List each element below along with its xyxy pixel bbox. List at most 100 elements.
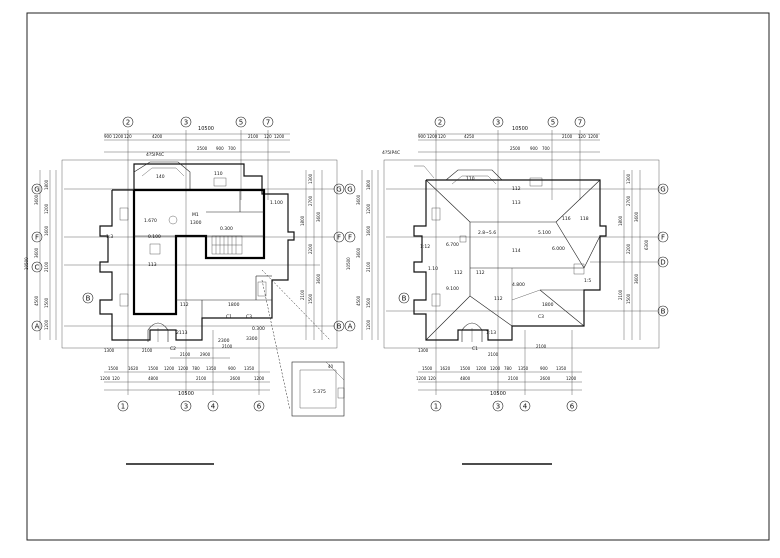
right-side-dim-8: 1200: [366, 319, 371, 330]
right-bubble-top-0: 2: [438, 119, 442, 127]
right-bubble-right-0: G: [660, 186, 665, 194]
left-note-8: 112: [180, 302, 189, 308]
right-bottom-dim2-8: 1350: [556, 366, 567, 371]
left-note-10: C1: [226, 314, 232, 320]
left-bubble-left-2: C: [35, 264, 40, 272]
right-bubble-bottom-0: 1: [434, 403, 438, 411]
right-bottom-dim3-2: 4800: [460, 376, 471, 381]
left-note-12: C3: [246, 314, 252, 320]
left-bubble-right-1: F: [337, 234, 341, 242]
left-note-18: 0.300: [252, 326, 265, 332]
right-side-dim-1: 1800: [366, 179, 371, 190]
right-bubble-top-3: 7: [578, 119, 582, 127]
left-top-dim-5: 900: [216, 146, 224, 151]
right-top-dim-1: 1200: [427, 134, 438, 139]
left-top-dim-6: 700: [228, 146, 236, 151]
right-rside-dim-8: 2100: [618, 289, 623, 300]
left-bottom-dim3-5: 1200: [254, 376, 265, 381]
left-dimension-frame: [61, 159, 338, 349]
right-leader-1: [414, 165, 435, 179]
left-bubble-bottom-3: 6: [257, 403, 262, 411]
left-bottom-dim2-7: 900: [228, 366, 236, 371]
right-top-dim-4: 2500: [510, 146, 521, 151]
left-rside-dim-3: 3600: [316, 211, 321, 222]
left-note-4: M1: [192, 212, 199, 218]
left-side-dim-5: 2100: [44, 261, 49, 272]
right-note-15: 1800: [542, 302, 554, 308]
left-bottom-dim3-3: 2100: [196, 376, 207, 381]
right-bubble-top-2: 5: [551, 119, 555, 127]
left-bottom-dim2-1: 1620: [128, 366, 139, 371]
right-bottom-misc-1: 2100: [488, 352, 499, 357]
left-bottom-dim3-1: 120: [112, 376, 120, 381]
right-bay-window: [445, 169, 503, 181]
left-rside-dim-5: 3600: [316, 273, 321, 284]
left-bubble-right-3: B: [337, 323, 342, 331]
left-bay-window: [133, 161, 191, 190]
left-bubble-top-1: 3: [184, 119, 188, 127]
right-roof-outline: [413, 179, 607, 341]
left-rside-dim-7: 2100: [300, 289, 305, 300]
left-bubble-left-1: F: [35, 234, 39, 242]
left-bottom-misc-1: 2100: [142, 348, 153, 353]
right-side-dim-4: 3600: [356, 247, 361, 258]
left-bottom-dim2-3: 1200: [164, 366, 175, 371]
left-top-dim-3: 4200: [152, 134, 163, 139]
left-side-dim-8: 1200: [44, 319, 49, 330]
right-note-3: 113: [512, 200, 521, 206]
left-top-dim-7: 2100: [248, 134, 259, 139]
left-top-dim-9: 1200: [274, 134, 285, 139]
left-bubble-left-0: G: [34, 186, 39, 194]
left-side-dim-0: 3600: [34, 194, 39, 205]
left-outer-wall: [99, 163, 295, 341]
left-staircase: [211, 235, 243, 255]
left-side-dim-6: 4500: [34, 295, 39, 306]
left-note-11: C2: [170, 346, 176, 352]
right-rside-dim-2: 1800: [618, 215, 623, 226]
left-top-dim-2: 120: [124, 134, 132, 139]
left-top-dim-8: 120: [264, 134, 272, 139]
right-bubble-right-3: B: [661, 308, 666, 316]
right-bottom-dim2-7: 900: [540, 366, 548, 371]
left-top-overall-dim: 10500: [198, 126, 214, 132]
left-fixture-4: [168, 215, 178, 225]
right-side-dim-2: 1200: [366, 203, 371, 214]
right-rside-dim-0: 1300: [626, 173, 631, 184]
right-rside-dim-3: 3600: [634, 211, 639, 222]
right-roof-plan: 10500 900 1200 120 4250 2500 900 700 210…: [344, 116, 669, 465]
right-top-dim-7: 2100: [562, 134, 573, 139]
left-bubble-left-4: A: [35, 323, 40, 331]
right-bottom-dim3-5: 1200: [566, 376, 577, 381]
left-bubble-left-3: B: [86, 295, 91, 303]
right-bottom-misc-0: 1300: [418, 348, 429, 353]
left-bubble-top-0: 2: [126, 119, 130, 127]
left-guide-1: [261, 269, 331, 341]
right-roof-hips: [425, 179, 601, 341]
left-bottom-dim3-2: 4800: [148, 376, 159, 381]
left-note-7: 113: [148, 262, 157, 268]
right-bubble-bottom-3: 6: [570, 403, 575, 411]
left-side-overall: 10500: [24, 257, 29, 270]
left-note-19: 3300: [246, 336, 258, 342]
left-bubble-top-3: 7: [266, 119, 270, 127]
right-rside-dim-7: 1500: [626, 293, 631, 304]
right-fixture-1: [529, 177, 543, 187]
right-bubble-left-1: F: [348, 234, 352, 242]
right-top-dim-5: 900: [530, 146, 538, 151]
left-inset-detail: [291, 361, 345, 417]
left-side-dim-7: 1500: [44, 297, 49, 308]
left-bubble-bottom-1: 3: [184, 403, 188, 411]
left-bubble-right-0: G: [336, 186, 341, 194]
right-side-overall: 10500: [346, 257, 351, 270]
left-fixture-3: [257, 281, 267, 297]
right-bubble-top-1: 3: [496, 119, 500, 127]
right-top-overall-dim: 10500: [512, 126, 528, 132]
right-bubble-left-4: A: [348, 323, 353, 331]
right-bottom-dim3-3: 2100: [508, 376, 519, 381]
left-top-dim-4: 2500: [197, 146, 208, 151]
left-bottom-overall-dim: 10500: [178, 391, 194, 397]
left-side-dim-4: 3600: [34, 247, 39, 258]
